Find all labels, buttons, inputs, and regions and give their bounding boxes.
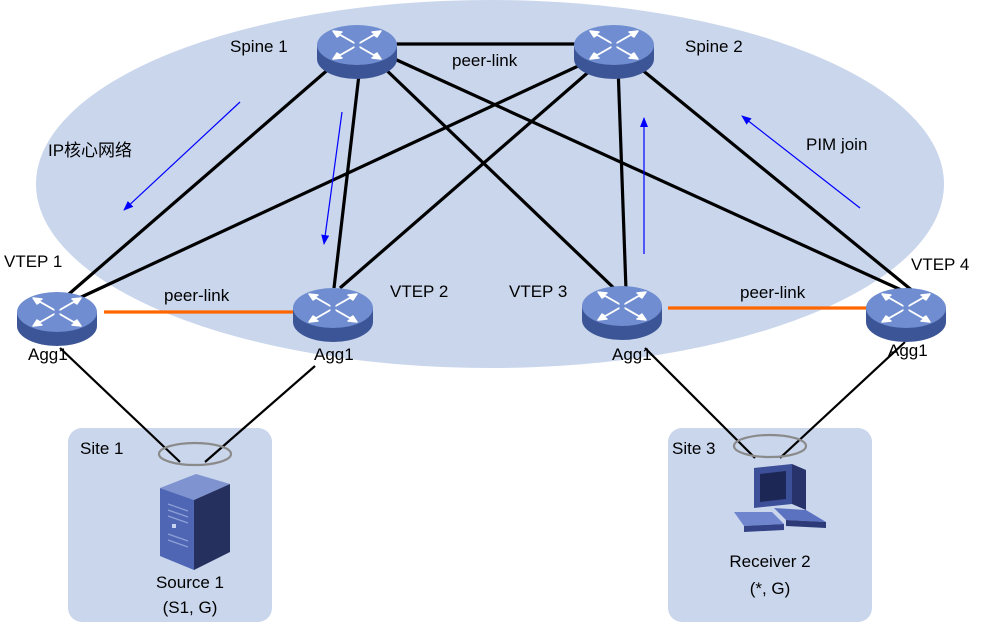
link-vtep4-receiver2 [779,341,906,459]
site-3-label: Site 3 [672,439,716,458]
vtep-peer-links [104,306,868,314]
lag-ring-site1 [157,441,233,467]
vtep-3-agg-label: Agg1 [612,345,652,364]
core-network-label: IP核心网络 [48,141,133,160]
vtep-peer-link-label-left: peer-link [164,286,230,305]
vtep-2-switch-icon [293,288,373,342]
pim-join-label: PIM join [806,135,868,154]
link-vtep2-source1 [204,365,316,463]
access-links [59,341,906,463]
vtep-1-label: VTEP 1 [4,252,63,271]
pim-join-arrows [123,101,861,254]
link-spine2-vtep2 [338,60,602,290]
link-spine1-vtep3 [378,62,620,294]
fabric-links [60,42,916,308]
vtep-3-label: VTEP 3 [509,282,568,301]
pim-arrow-2 [321,111,343,245]
spine-2-switch-icon [574,25,654,79]
vtep-2-label: VTEP 2 [390,282,449,301]
pc-icon [734,464,826,532]
pim-arrow-1 [123,101,241,211]
link-spine2-vtep3 [616,65,628,291]
link-spine1-vtep1 [60,52,348,302]
link-vtep3-receiver2 [644,347,756,459]
spine-1-label: Spine 1 [230,37,288,56]
spine-2-label: Spine 2 [685,37,743,56]
ip-core-network-area [36,0,944,368]
link-vtep1-source1 [59,347,181,463]
server-icon [160,474,230,570]
spine-1-switch-icon [317,25,397,79]
vtep-1-switch-icon [17,292,97,346]
source-1-group-label: (S1, G) [162,598,218,617]
lag-ring-site3 [732,433,808,459]
source-1-label: Source 1 [155,573,225,592]
spine-peer-link-label: peer-link [452,51,518,70]
receiver-2-label: Receiver 2 [729,552,811,571]
receiver-2-group-label: (*, G) [749,579,791,598]
site-1-label: Site 1 [80,439,124,458]
pim-arrow-4 [741,115,861,209]
vtep-3-switch-icon [582,286,662,340]
vtep-1-agg-label: Agg1 [28,345,68,364]
link-spine1-vtep2 [332,65,362,289]
vtep-peer-link-label-right: peer-link [740,283,806,302]
vtep-4-switch-icon [866,288,946,342]
link-spine1-vtep4 [387,54,911,296]
vtep-4-label: VTEP 4 [911,255,970,274]
vtep-4-agg-label: Agg1 [888,341,928,360]
vtep-2-agg-label: Agg1 [314,345,354,364]
link-spine2-vtep4 [628,58,916,294]
